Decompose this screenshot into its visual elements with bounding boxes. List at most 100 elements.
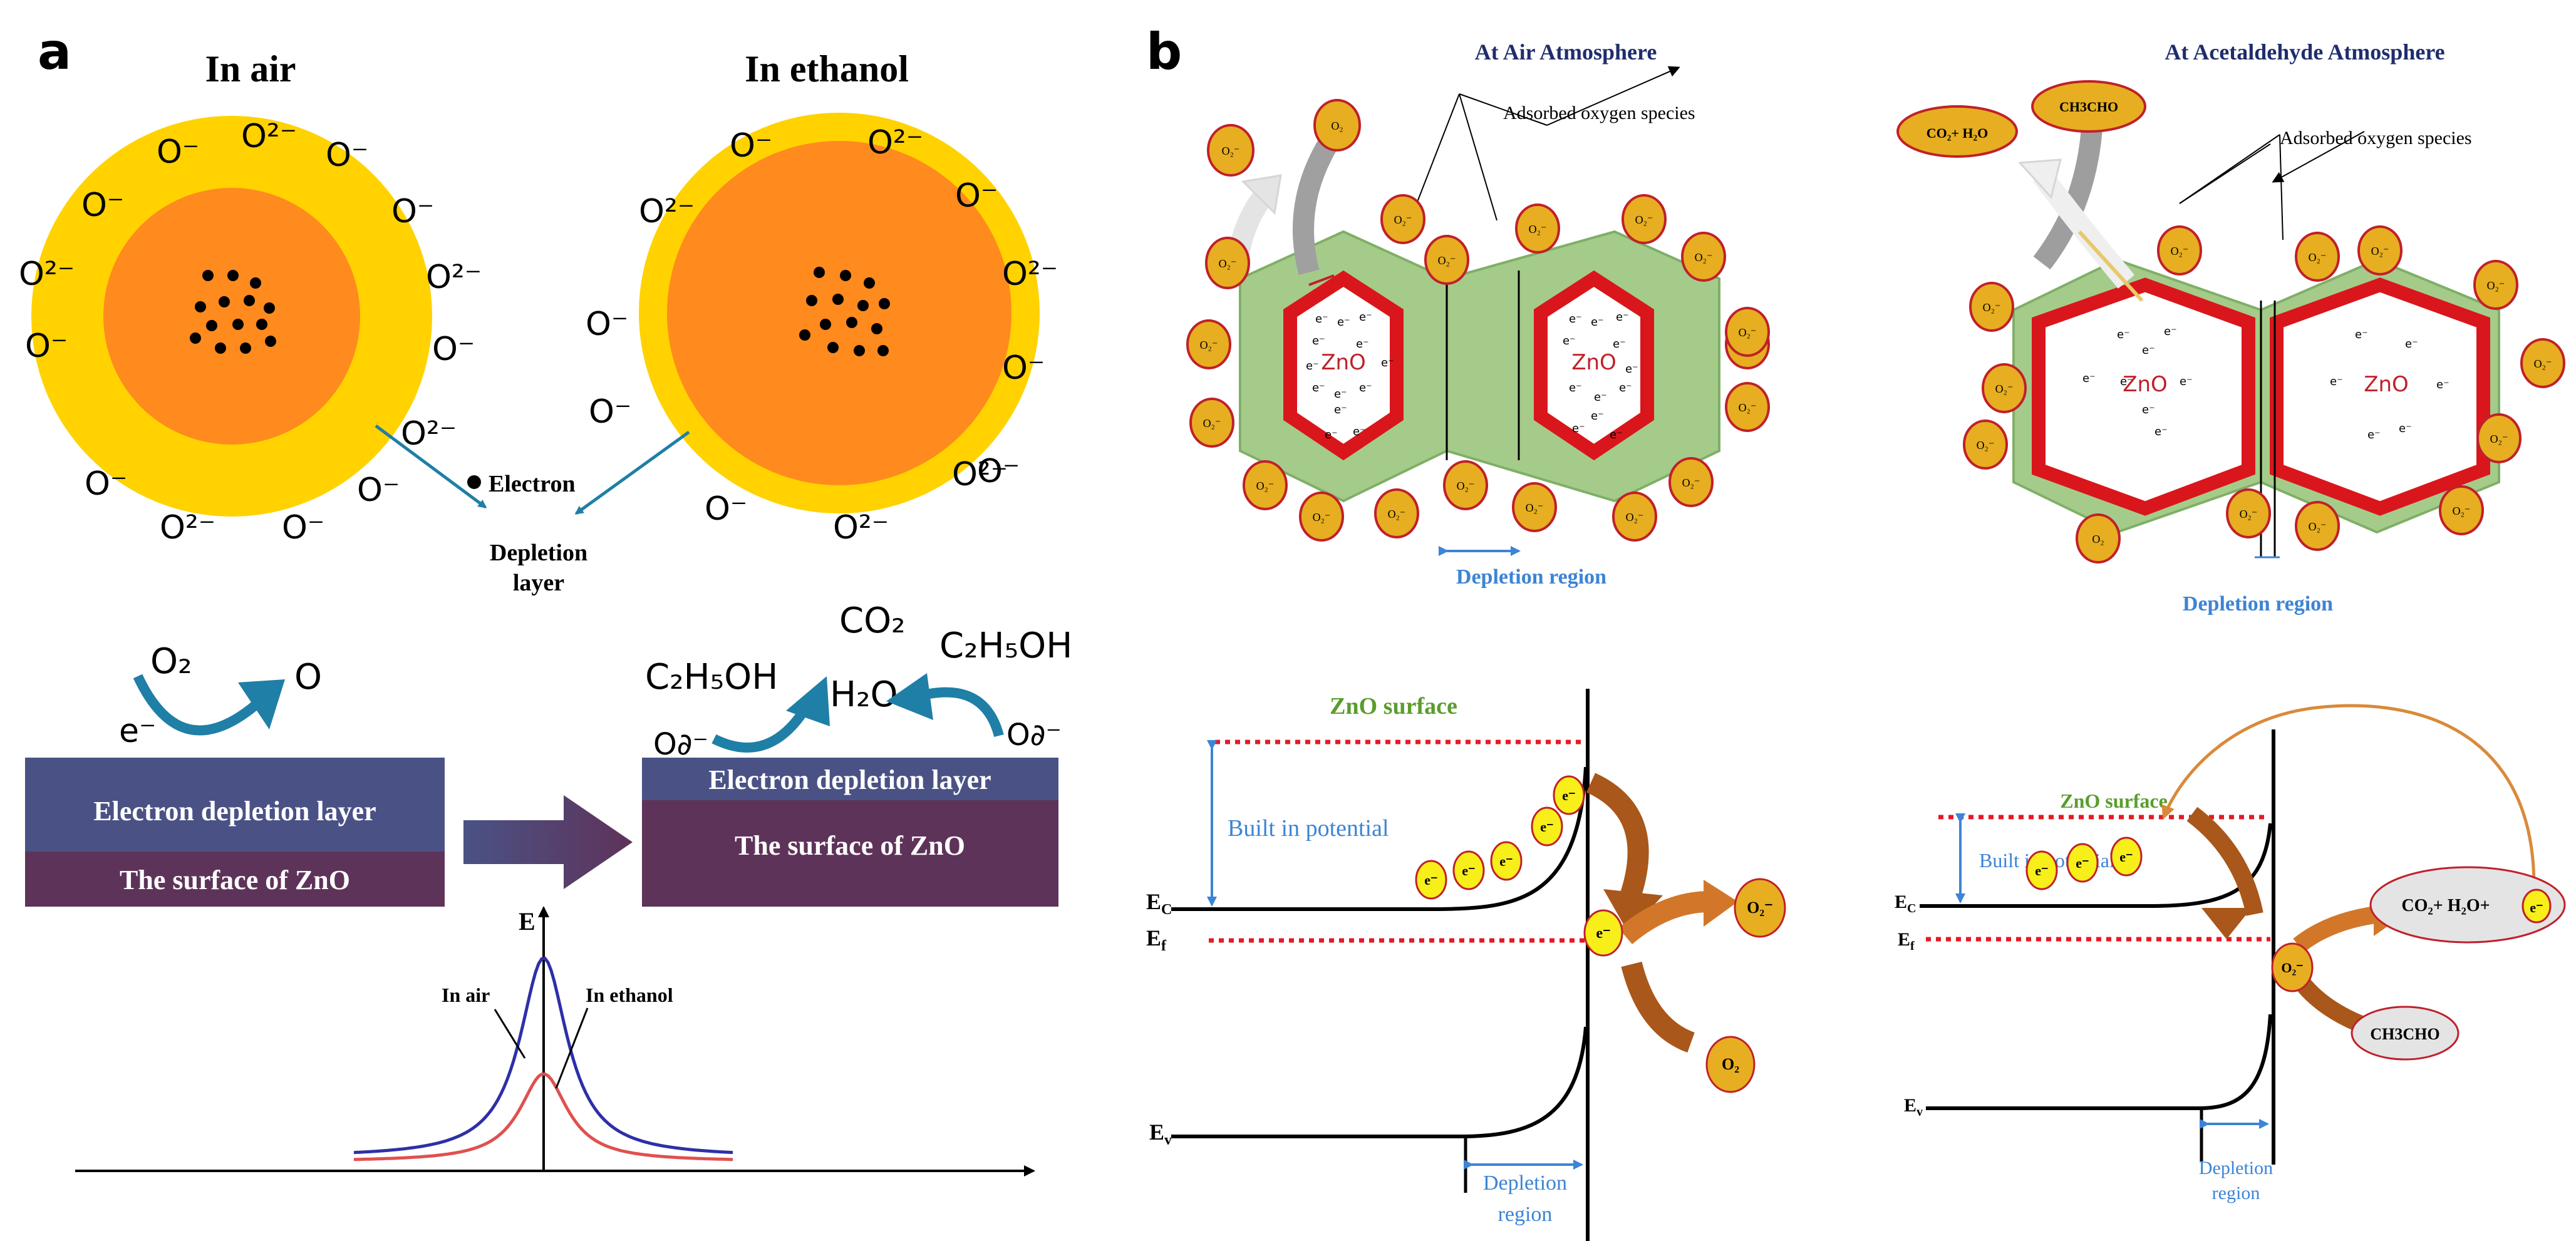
air-particle: [31, 116, 432, 517]
acet-flow-outline: [2077, 230, 2144, 302]
in-air-curve-label: In air: [442, 984, 490, 1006]
oxygen-oval: O₂⁻: [1186, 319, 1231, 369]
oxygen-oval: O₂⁻: [1681, 232, 1726, 282]
oxygen-species-label: O⁻: [85, 465, 127, 503]
acet-ef-label: Ef: [1898, 929, 1915, 953]
acet-depletion-label-1: Depletion: [2199, 1158, 2273, 1178]
oxygen-oval-label: O₂⁻: [2240, 508, 2258, 520]
oxygen-species-label: O²⁻: [426, 259, 482, 296]
electron-dot: [219, 296, 230, 307]
ethanol-particle: [639, 113, 1040, 513]
grain-electron: e⁻: [1334, 388, 1347, 401]
acetaldehyde-atmosphere-title: At Acetaldehyde Atmosphere: [2165, 39, 2444, 64]
oxygen-oval: O₂⁻: [1424, 235, 1469, 285]
oxygen-oval-label: O₂⁻: [1219, 257, 1237, 270]
oxygen-species-label: O⁻: [357, 471, 400, 509]
oxygen-species-label: O²⁻: [639, 193, 695, 230]
oxygen-species-label: O⁻: [326, 136, 368, 174]
band-electron: O₂⁻: [2271, 942, 2314, 992]
ethanol-reaction-arrowhead-left: [786, 676, 830, 726]
in-ethanol-leader-line: [555, 1007, 589, 1089]
band-electron: e⁻: [1553, 775, 1585, 815]
acet-grain-left-core: [2032, 277, 2255, 516]
grain-electron: e⁻: [1563, 334, 1576, 348]
oxygen-species-label: O⁻: [705, 490, 747, 528]
oxygen-oval-label: O₂⁻: [2309, 251, 2327, 264]
band-electron-label: e⁻: [2035, 863, 2048, 878]
air-o2-adsorb-arrow: [1293, 128, 1343, 275]
grain-electron: e⁻: [1569, 381, 1582, 394]
oxygen-oval-label: O₂⁻: [1203, 417, 1221, 430]
panel-a: a In air In ethanol O⁻ O²⁻ O⁻ O⁻ O⁻ O²⁻ O²⁻ O⁻ O…: [19, 23, 1072, 1177]
air-electron-to-surface-head: [1603, 889, 1663, 933]
grain-electron: e⁻: [1616, 311, 1629, 324]
air-band-diagram: ZnO surface Built in potential EC Ef Ev …: [1146, 689, 1738, 1241]
ethanol-surface-slab: [642, 800, 1058, 907]
ethanol-oxygen-species: O⁻O²⁻O²⁻O⁻O²⁻O⁻O⁻O⁻O²⁻O⁻O²⁻O⁻: [586, 124, 1058, 547]
oxygen-oval-label: O₂⁻: [1626, 511, 1644, 523]
grain-electron: e⁻: [1591, 316, 1604, 329]
electron-dot: [864, 277, 875, 289]
oxygen-species-label: O⁻: [282, 509, 324, 547]
acet-band-diagram: ZnO surface Built in potential EC Ef Ev …: [1895, 704, 2566, 1203]
air-o2-minus-head: [1704, 880, 1738, 927]
oxygen-oval: O₂⁻: [2295, 501, 2340, 551]
grain-electron: e⁻: [2436, 378, 2449, 391]
electron-dot: [202, 270, 214, 281]
electron-dot: [265, 336, 276, 347]
grain-electron: e⁻: [1569, 312, 1582, 326]
grain-electron: e⁻: [2117, 328, 2130, 341]
oxygen-species-label: O²⁻: [160, 509, 215, 547]
air-reaction-arrowhead: [238, 679, 285, 729]
oxygen-oval-label: O₂⁻: [2371, 245, 2389, 257]
oxygen-species-label: O⁻: [391, 193, 434, 230]
oxygen-oval: O₂: [1313, 99, 1361, 152]
electron-dot: [871, 323, 882, 334]
band-electron: e⁻: [1583, 909, 1623, 957]
acet-valence-band: [1926, 1014, 2272, 1110]
oxygen-oval: O₂: [2076, 513, 2121, 564]
acet-product-arrowhead: [2017, 158, 2062, 200]
air-depletion-label-2: region: [1498, 1203, 1553, 1226]
air-adsorbed-leader-2: [1459, 93, 1548, 126]
air-grain-left-core: [1283, 270, 1404, 461]
electron-legend-dot: [467, 475, 481, 489]
band-electron: e⁻: [2025, 850, 2058, 890]
acet-zno-right: ZnO: [2364, 372, 2409, 397]
grain-electron: e⁻: [2154, 425, 2168, 438]
oxygen-oval-label: O₂⁻: [1983, 301, 2001, 314]
oxygen-oval: O₂⁻: [2226, 488, 2271, 538]
band-electron-label: e⁻: [1499, 853, 1513, 869]
band-electron-label: O₂⁻: [2281, 960, 2303, 976]
air-atmosphere-title: At Air Atmosphere: [1475, 39, 1657, 64]
oxygen-oval: O₂⁻: [1515, 203, 1560, 254]
oxygen-oval-label: O₂⁻: [2490, 433, 2508, 445]
ethanol-reaction-arrowhead-right: [886, 673, 933, 720]
oxygen-species-label: O⁻: [81, 187, 124, 224]
panel-a-label: a: [38, 23, 71, 81]
oxygen-oval: O₂⁻: [1189, 398, 1234, 448]
band-electron: e⁻: [1490, 841, 1523, 881]
electron-dot: [846, 317, 857, 328]
electron-dot: [857, 300, 869, 311]
oxygen-oval-label: O₂⁻: [1635, 214, 1653, 226]
oxygen-species-label: O⁻: [977, 453, 1020, 490]
in-ethanol-title: In ethanol: [745, 48, 909, 90]
panel-b: b At Air Atmosphere At Acetaldehyde Atmo…: [1146, 23, 2566, 1241]
air-grain-right-core: [1534, 270, 1654, 461]
oxygen-oval: O₂⁻: [1243, 460, 1288, 510]
oxygen-oval-label: O₂⁻: [1457, 480, 1475, 492]
oxygen-species-label: O⁻: [1002, 349, 1045, 387]
grain-electron: e⁻: [2120, 375, 2133, 388]
acet-adsorbed-leader-2: [2279, 134, 2284, 240]
o2-reactant: O₂: [150, 641, 192, 682]
ethanol-depletion-slab: [642, 758, 1058, 800]
air-adsorbed-label: Adsorbed oxygen species: [1503, 103, 1695, 123]
o-partial-left: O∂⁻: [653, 727, 708, 762]
oxygen-species-label: O²⁻: [1002, 255, 1058, 293]
depletion-layer-label-1: Depletion: [490, 540, 587, 566]
oxygen-oval: O₂⁻: [1668, 457, 1714, 507]
electron-dot: [832, 294, 844, 305]
grain-electron: e⁻: [1315, 312, 1328, 326]
grain-electron: e⁻: [1353, 425, 1366, 438]
